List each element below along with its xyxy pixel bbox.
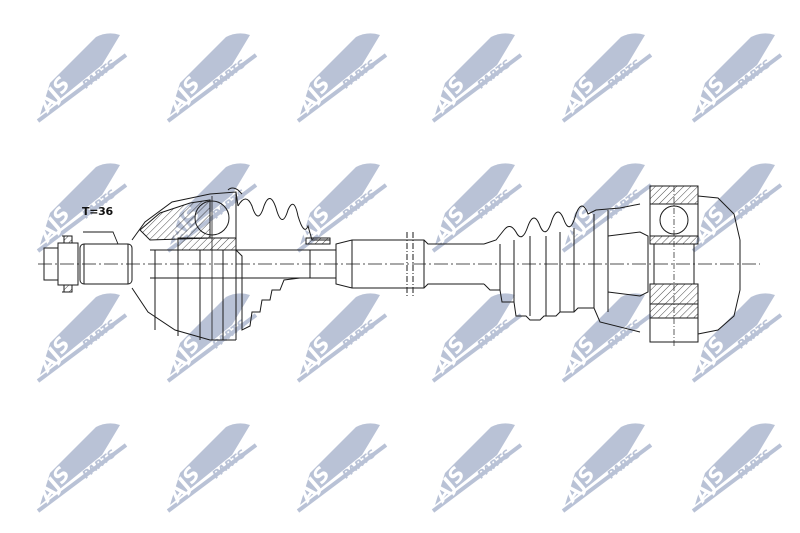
inner-boot — [483, 203, 649, 333]
teeth-count-label: T=36 — [82, 205, 113, 218]
outer-boot — [235, 198, 331, 331]
inner-cv-joint — [649, 185, 741, 348]
outer-cv-joint — [131, 187, 300, 341]
teeth-leader-line — [83, 231, 119, 245]
shaft — [300, 232, 484, 296]
outer-stub-shaft — [43, 235, 133, 293]
